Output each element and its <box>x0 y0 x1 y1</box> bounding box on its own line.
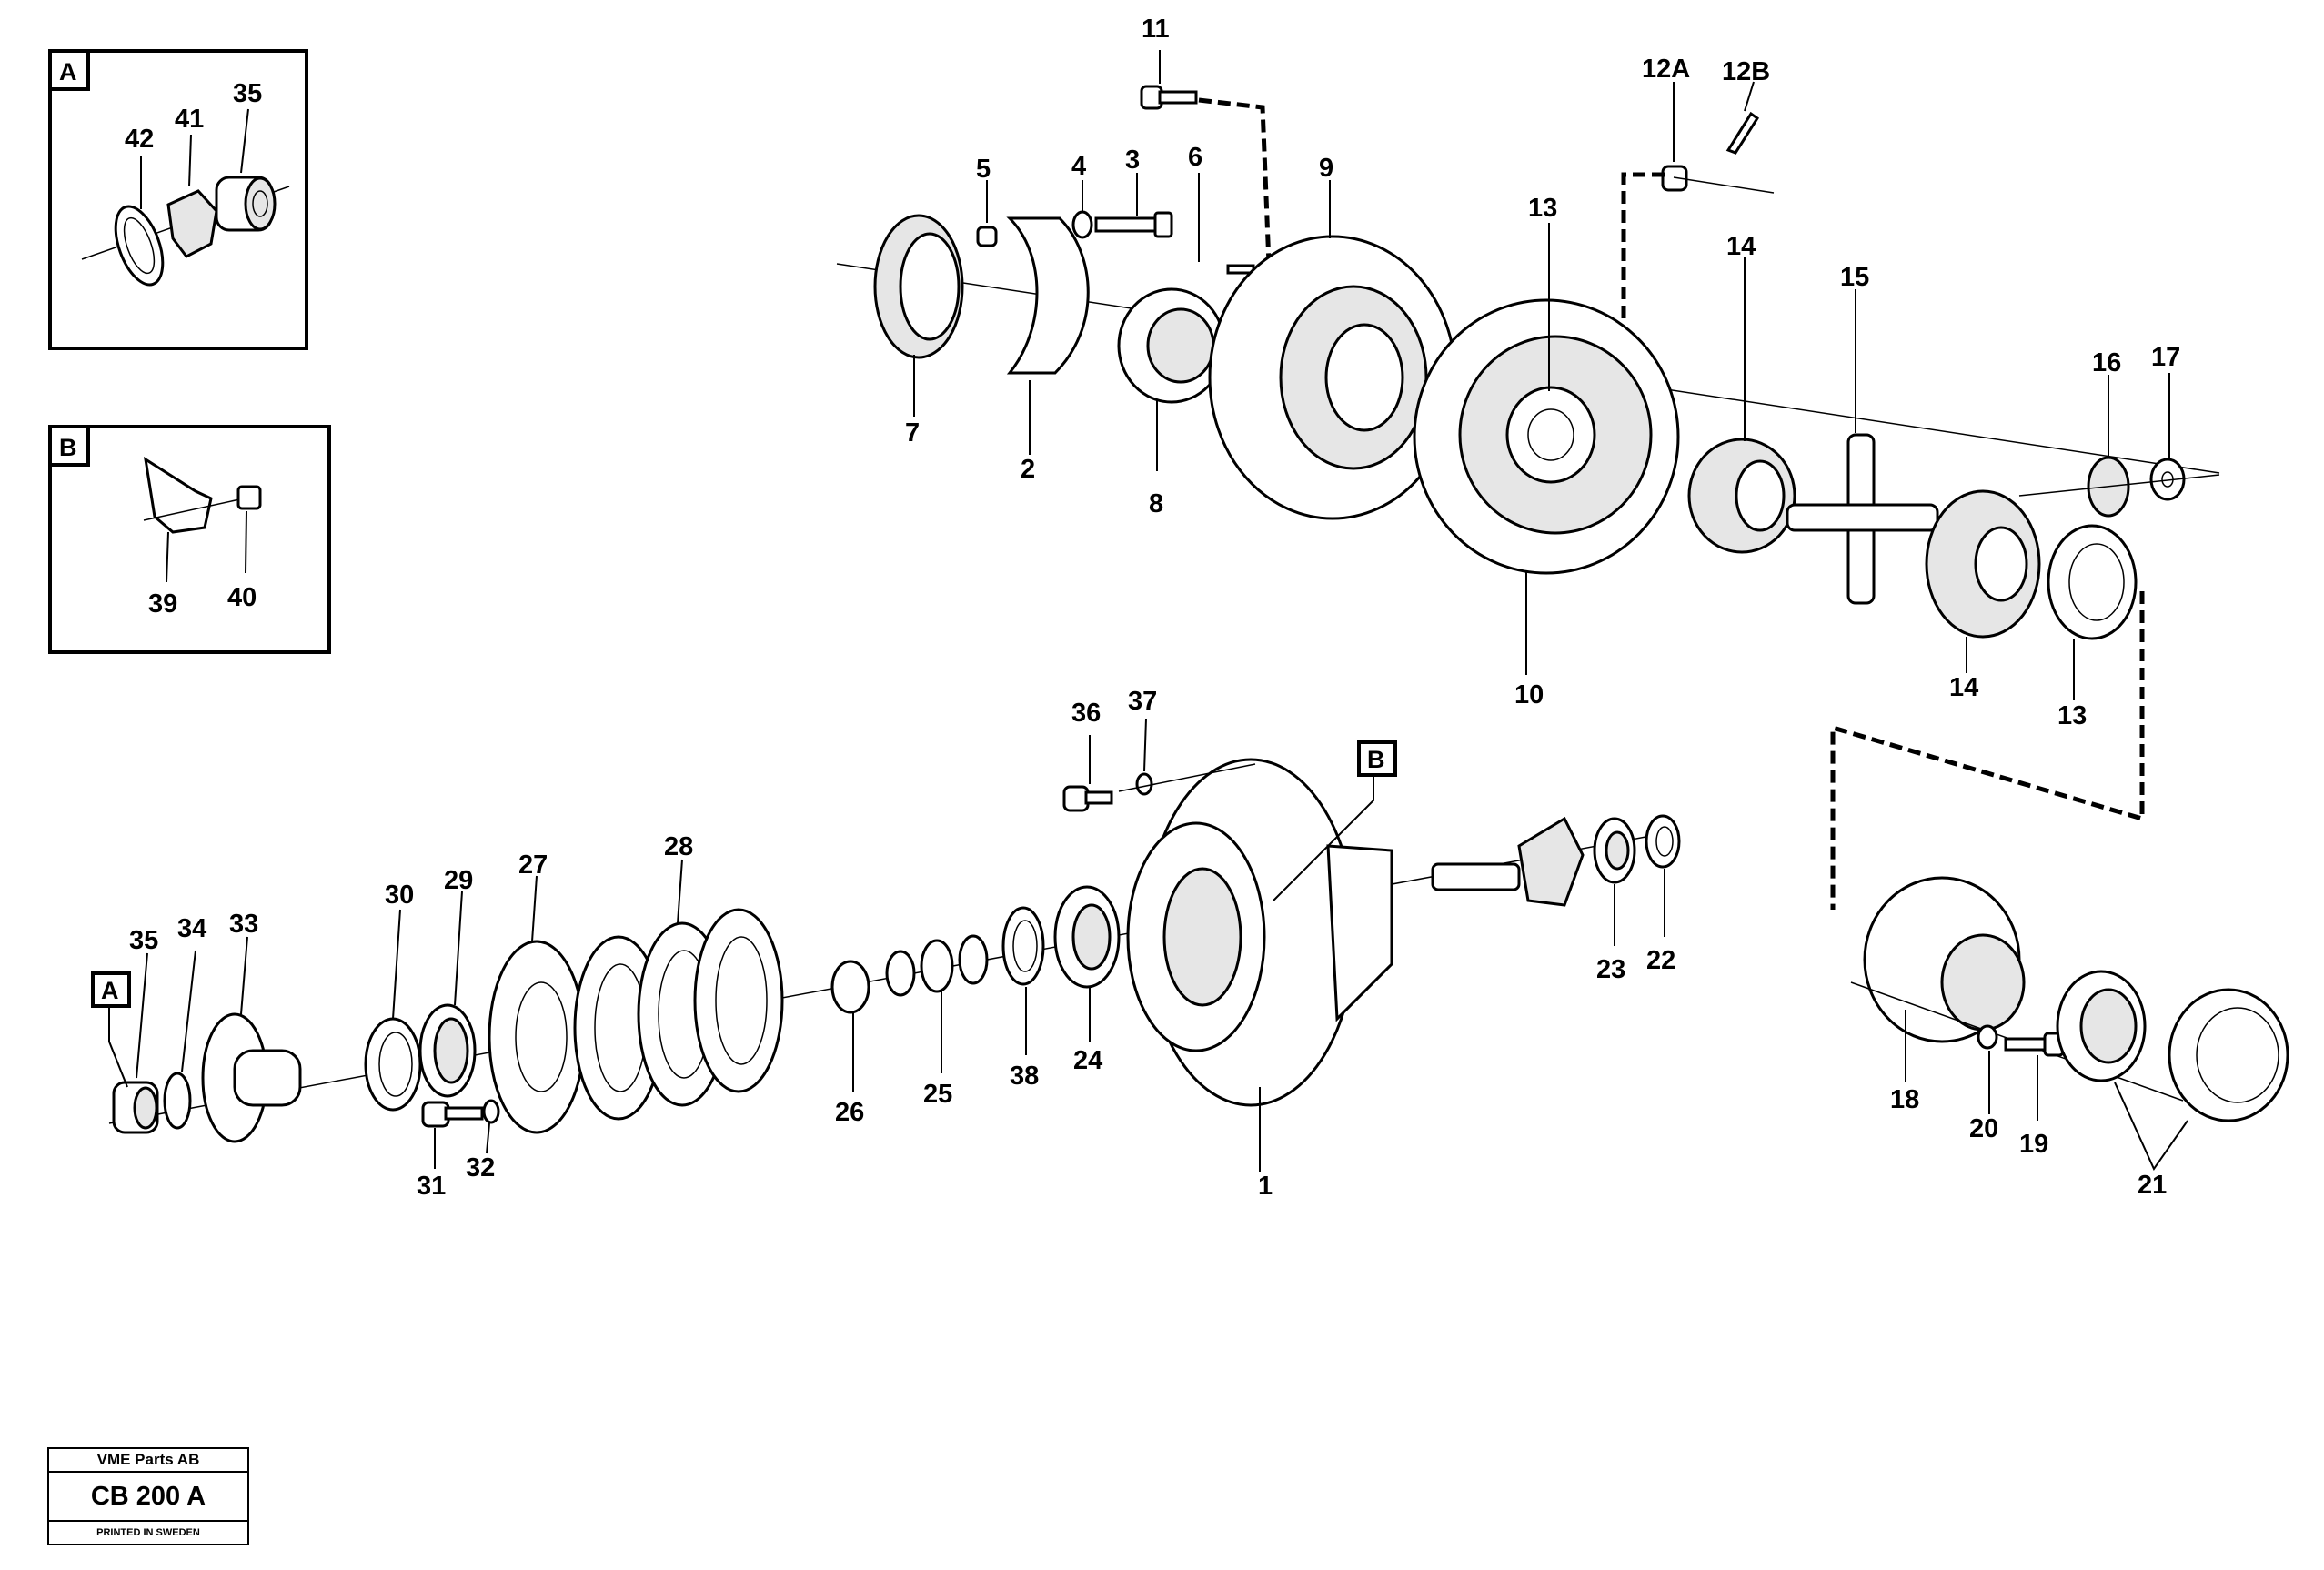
label-21: 21 <box>2138 1171 2167 1200</box>
label-13a: 13 <box>1528 194 1557 223</box>
spacer-25c <box>958 934 989 985</box>
part-labels: 1 2 3 4 5 6 7 8 9 10 11 12A 12B 13 13 14… <box>129 15 2180 1201</box>
pinion-shaft <box>1431 862 1521 891</box>
shim-28c <box>693 908 784 1093</box>
label-4: 4 <box>1071 152 1086 181</box>
washer-37 <box>1135 772 1153 796</box>
label-38: 38 <box>1010 1062 1039 1091</box>
callout-b: B <box>1367 746 1385 773</box>
washer-17 <box>2149 458 2186 501</box>
nut-12a <box>1661 165 1688 192</box>
label-6: 6 <box>1188 143 1202 172</box>
washer-4 <box>1071 210 1093 239</box>
bolt-36 <box>1062 785 1090 812</box>
label-5: 5 <box>976 155 991 184</box>
label-15: 15 <box>1840 263 1869 292</box>
inset-a-tag: A <box>59 58 77 86</box>
seal-26 <box>830 960 870 1014</box>
label-34: 34 <box>177 914 206 943</box>
inset-b: B 39 40 <box>48 425 331 654</box>
label-1: 1 <box>1258 1172 1273 1201</box>
label-12a: 12A <box>1642 55 1690 84</box>
lower-assembly: A <box>91 718 2289 1172</box>
label-9: 9 <box>1319 154 1333 183</box>
label-16: 16 <box>2092 348 2121 377</box>
label-14a: 14 <box>1726 232 1756 261</box>
label-32: 32 <box>466 1153 495 1183</box>
nut-5 <box>976 226 998 247</box>
label-14b: 14 <box>1949 673 1978 702</box>
upper-assembly <box>836 50 2220 910</box>
label-24: 24 <box>1073 1046 1102 1075</box>
drive-pinion <box>1517 816 1585 907</box>
inset-a: A 42 41 35 <box>48 49 308 350</box>
washer-32 <box>482 1099 500 1124</box>
label-28: 28 <box>664 832 693 861</box>
label-8: 8 <box>1149 489 1163 518</box>
label-17: 17 <box>2151 343 2180 372</box>
label-29: 29 <box>444 866 473 895</box>
label-19: 19 <box>2019 1130 2048 1159</box>
lock-washer-41 <box>166 189 218 258</box>
label-40: 40 <box>227 583 257 612</box>
label-18: 18 <box>1890 1085 1919 1114</box>
label-25: 25 <box>923 1080 952 1109</box>
label-11: 11 <box>1142 15 1170 44</box>
label-31: 31 <box>417 1172 446 1201</box>
bearing-cup-21b <box>2168 988 2289 1122</box>
ring-22 <box>1645 814 1681 869</box>
spacer-25b <box>920 939 954 993</box>
label-23: 23 <box>1596 955 1625 984</box>
bolt-19 <box>2004 1037 2048 1052</box>
label-2: 2 <box>1021 455 1035 484</box>
spacer-25a <box>885 950 916 997</box>
label-22: 22 <box>1646 946 1675 975</box>
label-20: 20 <box>1969 1114 1998 1143</box>
cover-27 <box>488 940 586 1134</box>
label-10: 10 <box>1514 680 1544 710</box>
inset-b-tag: B <box>59 434 77 461</box>
label-35-inset: 35 <box>233 79 262 108</box>
label-27: 27 <box>518 850 548 880</box>
label-41: 41 <box>175 105 204 134</box>
drawing-code: CB 200 A <box>49 1473 247 1522</box>
snap-ring-42 <box>114 205 165 287</box>
label-7: 7 <box>905 418 920 448</box>
title-block: VME Parts AB CB 200 A PRINTED IN SWEDEN <box>47 1447 249 1545</box>
label-30: 30 <box>385 881 414 910</box>
label-35: 35 <box>129 926 158 955</box>
company-name: VME Parts AB <box>49 1449 247 1473</box>
callout-a: A <box>101 977 119 1004</box>
screw-40 <box>236 485 262 510</box>
label-26: 26 <box>835 1098 864 1127</box>
label-13b: 13 <box>2057 701 2087 730</box>
bearing-cap-2 <box>1006 216 1090 375</box>
label-33: 33 <box>229 910 258 939</box>
washer-20 <box>1977 1024 1998 1050</box>
washer-34 <box>163 1072 192 1130</box>
thrust-washer-13 <box>2047 524 2138 640</box>
label-12b: 12B <box>1722 57 1770 86</box>
label-3: 3 <box>1125 146 1140 175</box>
label-36: 36 <box>1071 699 1101 728</box>
label-42: 42 <box>125 125 154 154</box>
bracket-39 <box>143 456 213 534</box>
label-39: 39 <box>148 589 177 619</box>
label-37: 37 <box>1128 687 1157 716</box>
split-pin-12b <box>1725 111 1760 155</box>
printed-note: PRINTED IN SWEDEN <box>96 1527 200 1538</box>
